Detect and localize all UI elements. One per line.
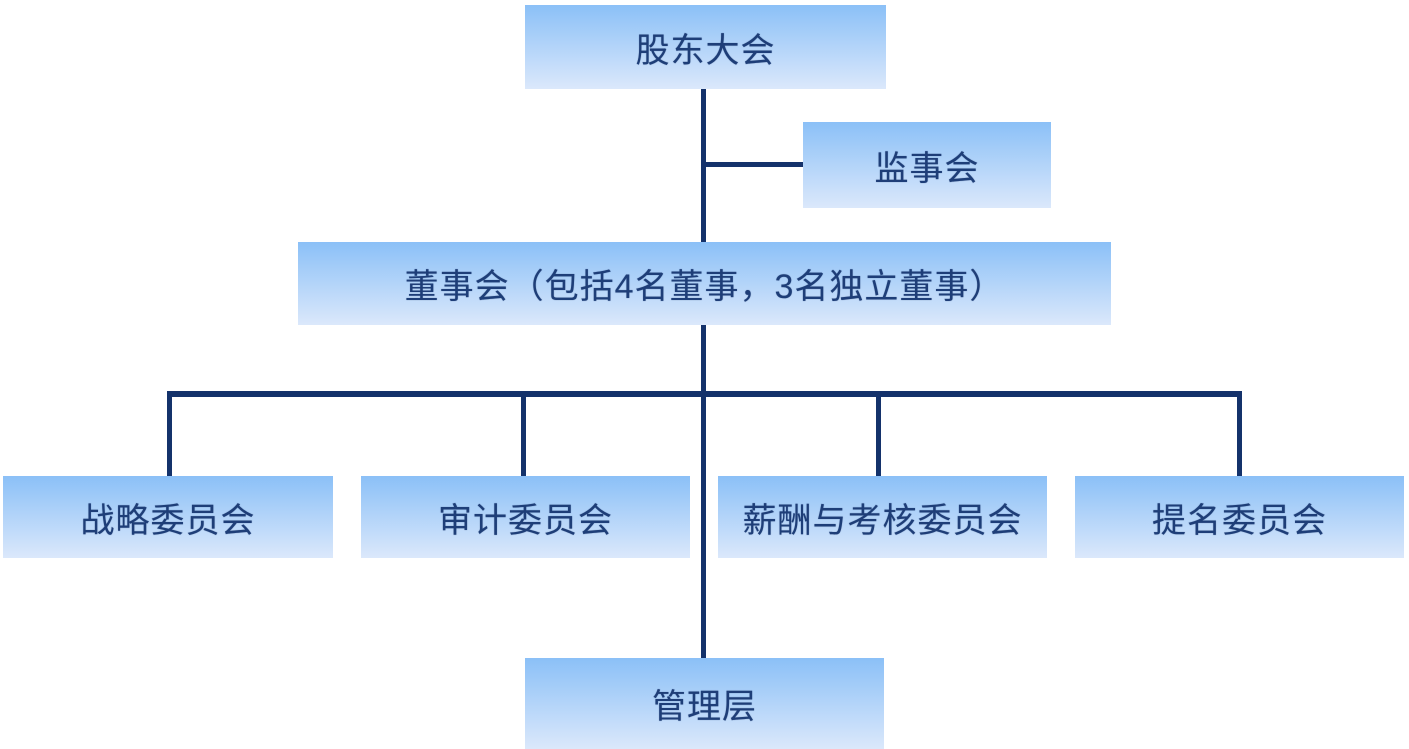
org-node-strategy-committee: 战略委员会 bbox=[3, 476, 333, 558]
org-node-supervisory-board: 监事会 bbox=[803, 122, 1051, 208]
org-node-audit-committee: 审计委员会 bbox=[361, 476, 690, 558]
connector-drop-strategy bbox=[167, 391, 172, 476]
connector-supervisory-branch bbox=[703, 162, 803, 167]
connector-drop-nomination bbox=[1237, 391, 1242, 476]
org-node-shareholders-meeting: 股东大会 bbox=[525, 5, 886, 89]
org-node-nomination-committee: 提名委员会 bbox=[1075, 476, 1404, 558]
connector-drop-audit bbox=[521, 391, 526, 476]
connector-central-trunk bbox=[701, 88, 706, 658]
org-node-board-of-directors: 董事会（包括4名董事，3名独立董事） bbox=[298, 242, 1111, 325]
org-node-compensation-assessment-committee: 薪酬与考核委员会 bbox=[718, 476, 1047, 558]
org-node-management: 管理层 bbox=[525, 658, 884, 749]
connector-drop-compensation bbox=[876, 391, 881, 476]
connector-committee-rail bbox=[167, 391, 1242, 397]
